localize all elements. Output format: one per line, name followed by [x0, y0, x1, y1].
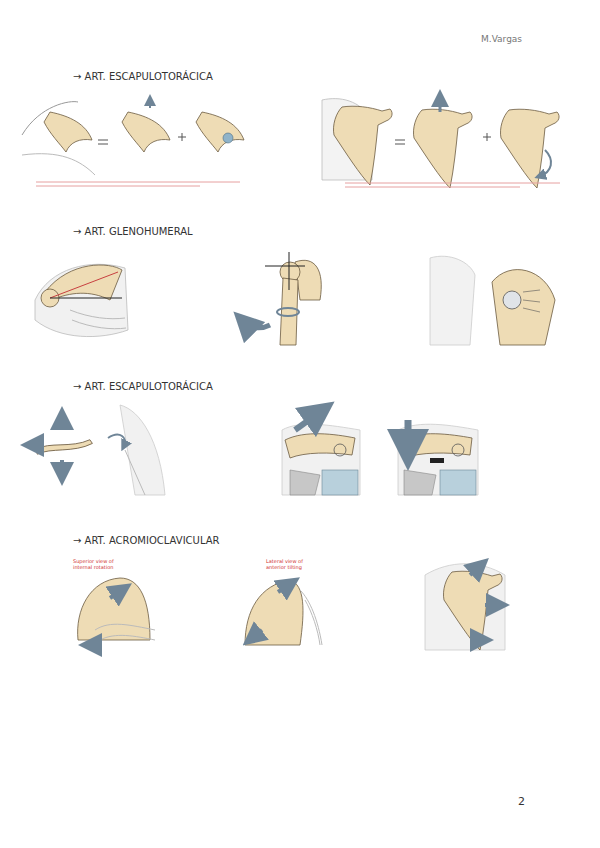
equals-sign — [395, 140, 405, 144]
rotation-arrow — [108, 435, 125, 446]
axis-line — [50, 272, 118, 298]
figure-caption: Superior view of internal rotation — [73, 559, 121, 571]
motion-arrow — [149, 100, 151, 108]
motion-arrow — [485, 603, 498, 607]
thorax-outline — [35, 264, 128, 336]
rib-line — [300, 590, 322, 645]
sternoclavicular-detail-2 — [398, 420, 478, 495]
motion-arrow — [244, 322, 270, 328]
first-rib — [404, 470, 436, 495]
rotation-arrow — [90, 643, 100, 647]
scapula-lateral — [245, 580, 303, 645]
scapula-superior — [78, 578, 150, 640]
section-heading: → ART. ESCAPULOTORÁCICA — [73, 71, 213, 83]
retraction-arrow — [32, 443, 40, 447]
acromioclavicular-figure-3 — [425, 564, 505, 650]
glenohumeral-figure-3 — [430, 256, 555, 345]
motion-arrow — [405, 420, 412, 450]
tilt-arrow — [252, 630, 262, 638]
clavicle — [35, 439, 92, 454]
shoulder-figure — [492, 270, 555, 345]
back-outline — [425, 564, 505, 650]
ligament-mark — [430, 458, 444, 463]
joint-mark — [334, 444, 346, 456]
rotation-mark — [223, 133, 233, 143]
motion-arrow — [470, 566, 480, 575]
motion-arrow — [295, 412, 320, 430]
scapulothoracic-figure-right — [322, 98, 560, 188]
elevation-arrow — [60, 418, 64, 430]
scapula-posterior — [500, 109, 559, 188]
figure-caption: Lateral view of anterior tilting — [266, 559, 312, 571]
author-name: M.Vargas — [481, 34, 522, 44]
section-heading: → ART. GLENOHUMERAL — [73, 226, 193, 238]
motion-arrow — [470, 638, 482, 642]
scapula-posterior — [333, 106, 392, 185]
rib-line — [22, 154, 95, 175]
rib-line — [95, 624, 155, 640]
section-heading: → ART. ESCAPULOTORÁCICA — [73, 381, 213, 393]
axis-line — [265, 252, 305, 290]
thorax-outline — [282, 424, 360, 495]
rotation-arrow — [277, 308, 299, 316]
sternum — [322, 470, 358, 495]
neck-outline — [120, 405, 165, 495]
joint-mark — [452, 444, 464, 456]
glenohumeral-figure-1 — [35, 264, 128, 336]
rotation-arrow — [110, 590, 122, 598]
scapula-posterior — [443, 571, 502, 650]
sternoclavicular-figure — [32, 405, 165, 495]
scapula-lateral — [196, 112, 244, 152]
plus-sign — [178, 133, 186, 141]
plus-sign — [483, 133, 491, 141]
first-rib — [290, 470, 320, 495]
axis-line — [50, 298, 122, 299]
clavicle — [285, 434, 355, 458]
rotation-arrow — [540, 150, 551, 176]
acromioclavicular-figure-1 — [78, 578, 155, 645]
leader-line — [523, 290, 540, 312]
equals-sign — [98, 140, 108, 144]
figure-caption-lines — [36, 182, 240, 186]
humerus-ghost — [430, 256, 475, 345]
rib-line — [70, 310, 126, 329]
glenohumeral-figure-2 — [244, 252, 321, 345]
scapula-lateral — [44, 112, 92, 152]
scapulothoracic-figure-left — [22, 100, 244, 186]
sternoclavicular-detail-1 — [282, 412, 360, 495]
scapula-posterior — [413, 109, 472, 188]
scapula-lateral — [122, 112, 170, 152]
tilt-arrow — [278, 584, 290, 592]
sternum-line — [125, 450, 145, 495]
figure-caption-lines — [345, 183, 560, 187]
page-number: 2 — [518, 796, 525, 809]
sternum — [440, 470, 476, 495]
acromioclavicular-figure-2 — [245, 580, 322, 645]
joint-detail — [503, 291, 521, 309]
section-heading: → ART. ACROMIOCLAVICULAR — [73, 535, 219, 547]
depression-arrow — [60, 460, 64, 474]
elevation-arrow — [439, 98, 442, 112]
